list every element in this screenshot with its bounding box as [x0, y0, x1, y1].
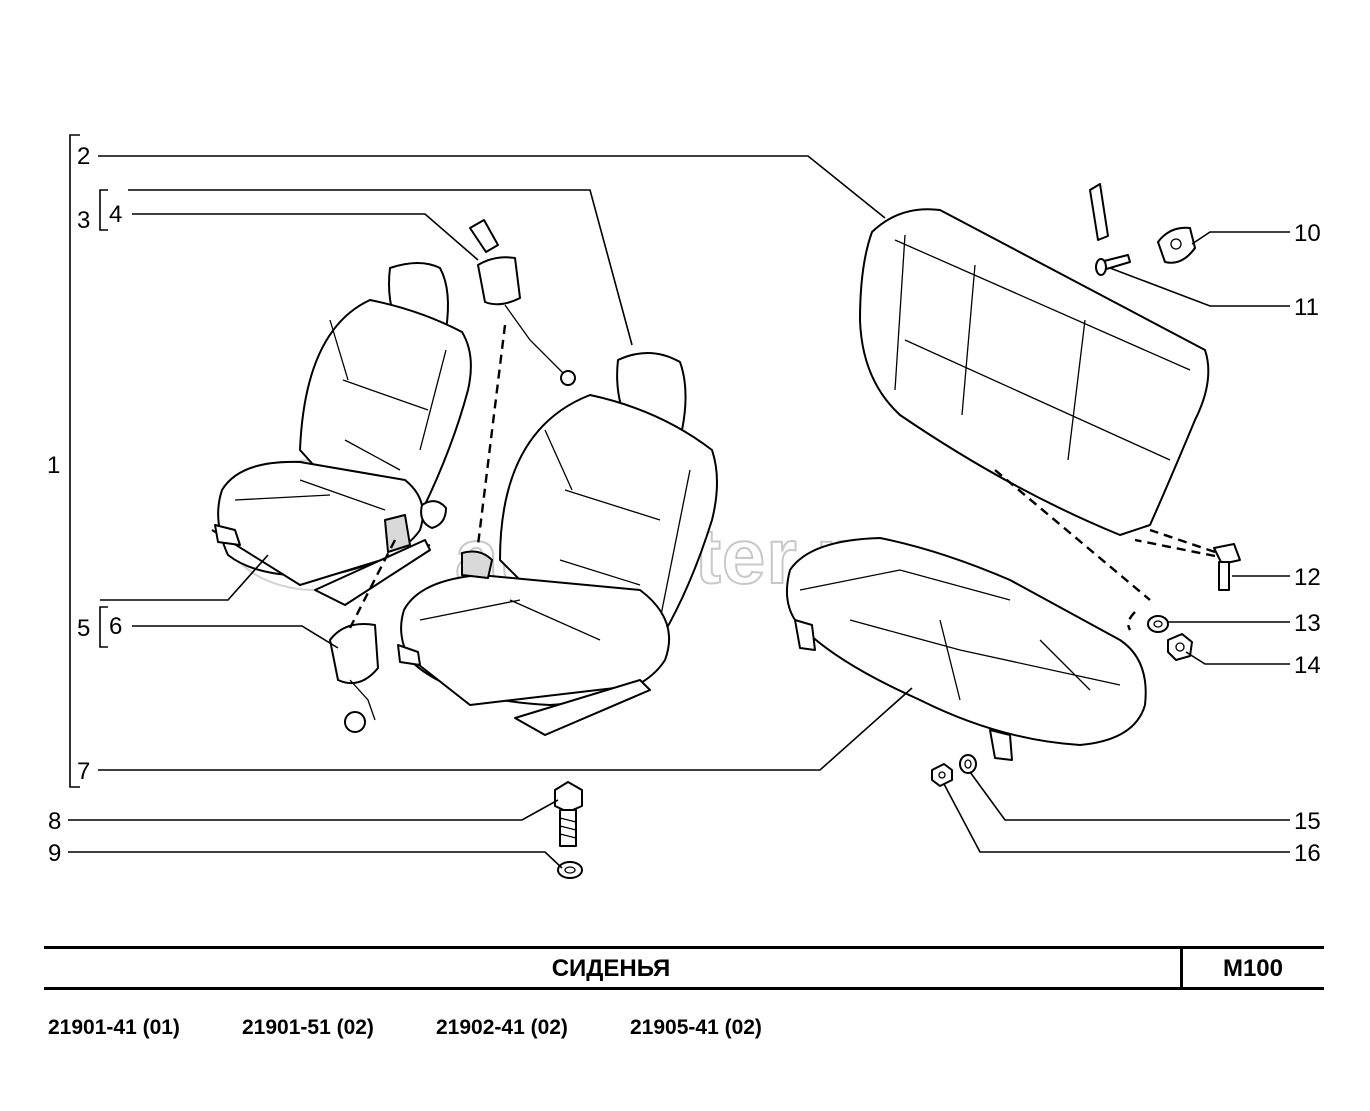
page-title: СИДЕНЬЯ: [551, 955, 671, 982]
assembly-lines: [348, 324, 1216, 631]
nut-16[interactable]: [931, 763, 953, 787]
seats-exploded-diagram: autopiter.ru: [47, 134, 1321, 879]
leader-lines: [68, 134, 1290, 869]
callout-1: 1: [47, 452, 60, 479]
sheet-code: M100: [1222, 955, 1284, 982]
callout-15: 15: [1294, 808, 1321, 835]
callout-6: 6: [109, 613, 122, 640]
title-bottom-rule: [44, 987, 1324, 990]
callout-labels: 1 2 3 4 5 6 7 8 9 10 11 12 13 14 15 16: [47, 143, 1321, 867]
seat-belt-buckle-upper[interactable]: [469, 219, 576, 386]
washer-15[interactable]: [959, 754, 977, 774]
bolt-8[interactable]: [554, 781, 583, 847]
callout-13: 13: [1294, 610, 1321, 637]
callout-2: 2: [77, 143, 90, 170]
model-code: 21902-41 (02): [436, 1016, 568, 1039]
callout-5: 5: [77, 615, 90, 642]
callout-9: 9: [48, 840, 61, 867]
washer-13[interactable]: [1147, 615, 1169, 633]
front-seat-right[interactable]: [397, 351, 718, 736]
rear-seat-cushion[interactable]: [785, 537, 1147, 761]
callout-14: 14: [1294, 652, 1321, 679]
rear-seat-backrest[interactable]: [859, 183, 1210, 536]
bolt-12[interactable]: [1213, 543, 1241, 591]
callout-7: 7: [77, 758, 90, 785]
callout-4: 4: [109, 201, 122, 228]
title-top-rule: [44, 946, 1324, 949]
model-code: 21905-41 (02): [630, 1016, 762, 1039]
hook-bracket-10[interactable]: [1157, 226, 1196, 264]
title-divider: [1180, 946, 1183, 990]
callout-16: 16: [1294, 840, 1321, 867]
callout-11: 11: [1294, 294, 1319, 321]
screw-11[interactable]: [1095, 254, 1131, 276]
model-code: 21901-41 (01): [48, 1016, 180, 1039]
front-seat-left[interactable]: [211, 262, 472, 606]
lock-washer-9[interactable]: [557, 861, 583, 879]
seat-belt-buckle-lower[interactable]: [329, 623, 379, 733]
callout-3: 3: [77, 207, 90, 234]
callout-8: 8: [48, 808, 61, 835]
nut-14[interactable]: [1167, 633, 1193, 661]
model-code: 21901-51 (02): [242, 1016, 374, 1039]
callout-10: 10: [1294, 220, 1321, 247]
callout-12: 12: [1294, 564, 1321, 591]
